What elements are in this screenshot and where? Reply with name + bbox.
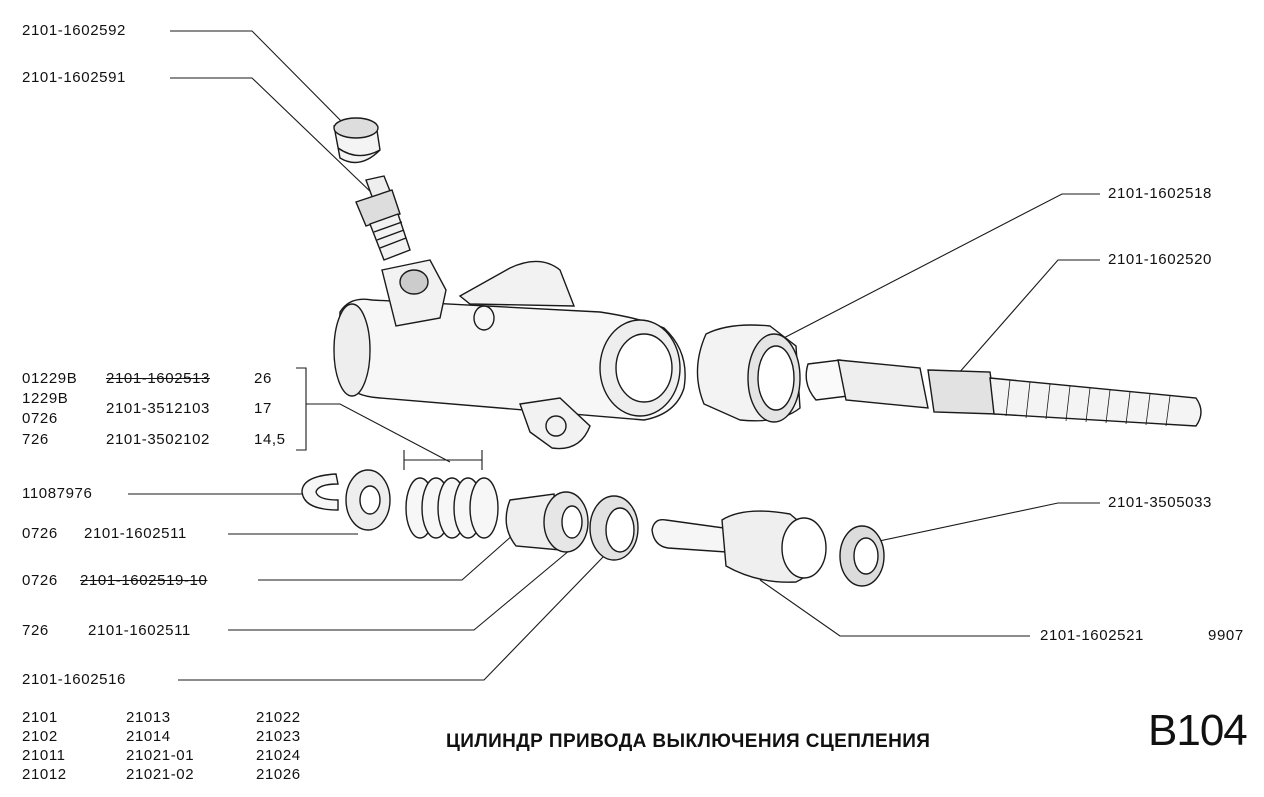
callout-726-code: 726 bbox=[22, 622, 49, 639]
callout-2101-1602511-b: 2101-1602511 bbox=[88, 622, 191, 639]
model-item: 21011 bbox=[22, 747, 66, 764]
model-item: 21013 bbox=[126, 709, 171, 726]
piston bbox=[505, 491, 589, 553]
piston-seal bbox=[589, 495, 639, 561]
page-title: ЦИЛИНДР ПРИВОДА ВЫКЛЮЧЕНИЯ СЦЕПЛЕНИЯ bbox=[446, 731, 931, 752]
washer bbox=[345, 469, 391, 531]
spring-row-part: 2101-3502102 bbox=[106, 431, 210, 448]
spring-row-value: 14,5 bbox=[254, 431, 286, 448]
retaining-ring bbox=[301, 473, 339, 511]
spring bbox=[405, 477, 499, 539]
cylinder-body bbox=[333, 259, 686, 450]
callout-2101-1602518: 2101-1602518 bbox=[1108, 185, 1212, 202]
callout-11087976: 11087976 bbox=[22, 485, 93, 502]
callout-2101-1602516: 2101-1602516 bbox=[22, 671, 126, 688]
model-item: 21021-02 bbox=[126, 766, 195, 783]
callout-2101-1602521: 2101-1602521 bbox=[1040, 627, 1144, 644]
callout-0726-code: 0726 bbox=[22, 525, 58, 542]
spring-row-code: 0726 bbox=[22, 410, 58, 427]
model-item: 21024 bbox=[256, 747, 301, 764]
callout-2101-1602592: 2101-1602592 bbox=[22, 22, 126, 39]
model-item: 21021-01 bbox=[126, 747, 195, 764]
bleeder-cap bbox=[333, 117, 381, 164]
callout-2101-1602591: 2101-1602591 bbox=[22, 69, 126, 86]
model-item: 2102 bbox=[22, 728, 58, 745]
lock-nut bbox=[839, 525, 885, 587]
callout-2101-1602519-10: 2101-1602519-10 bbox=[80, 572, 208, 589]
callout-2101-3505033: 2101-3505033 bbox=[1108, 494, 1212, 511]
pushrod bbox=[805, 359, 1202, 427]
page-code: B104 bbox=[1148, 706, 1248, 755]
model-item: 21012 bbox=[22, 766, 67, 783]
callout-2101-1602521-code: 9907 bbox=[1208, 627, 1244, 644]
spring-row-part: 2101-3512103 bbox=[106, 400, 210, 417]
spring-row-code: 01229B bbox=[22, 370, 78, 387]
callout-0726-code-b: 0726 bbox=[22, 572, 58, 589]
model-item: 21022 bbox=[256, 709, 301, 726]
bleeder-screw bbox=[355, 175, 411, 261]
spring-row-value: 17 bbox=[254, 400, 272, 417]
boot bbox=[696, 324, 801, 423]
callout-2101-1602520: 2101-1602520 bbox=[1108, 251, 1212, 268]
model-item: 21026 bbox=[256, 766, 301, 783]
model-list: 2101 21013 21022 2102 21014 21023 21011 … bbox=[22, 709, 336, 784]
model-item: 21014 bbox=[126, 728, 171, 745]
spring-row-code: 1229B bbox=[22, 390, 69, 407]
spring-row-part: 2101-1602513 bbox=[106, 370, 210, 387]
callout-2101-1602511-a: 2101-1602511 bbox=[84, 525, 187, 542]
model-item: 2101 bbox=[22, 709, 58, 726]
spring-row-value: 26 bbox=[254, 370, 272, 387]
adjuster-rod bbox=[651, 510, 827, 583]
spring-row-code: 726 bbox=[22, 431, 49, 448]
leader-lines bbox=[128, 30, 1100, 681]
model-item: 21023 bbox=[256, 728, 301, 745]
